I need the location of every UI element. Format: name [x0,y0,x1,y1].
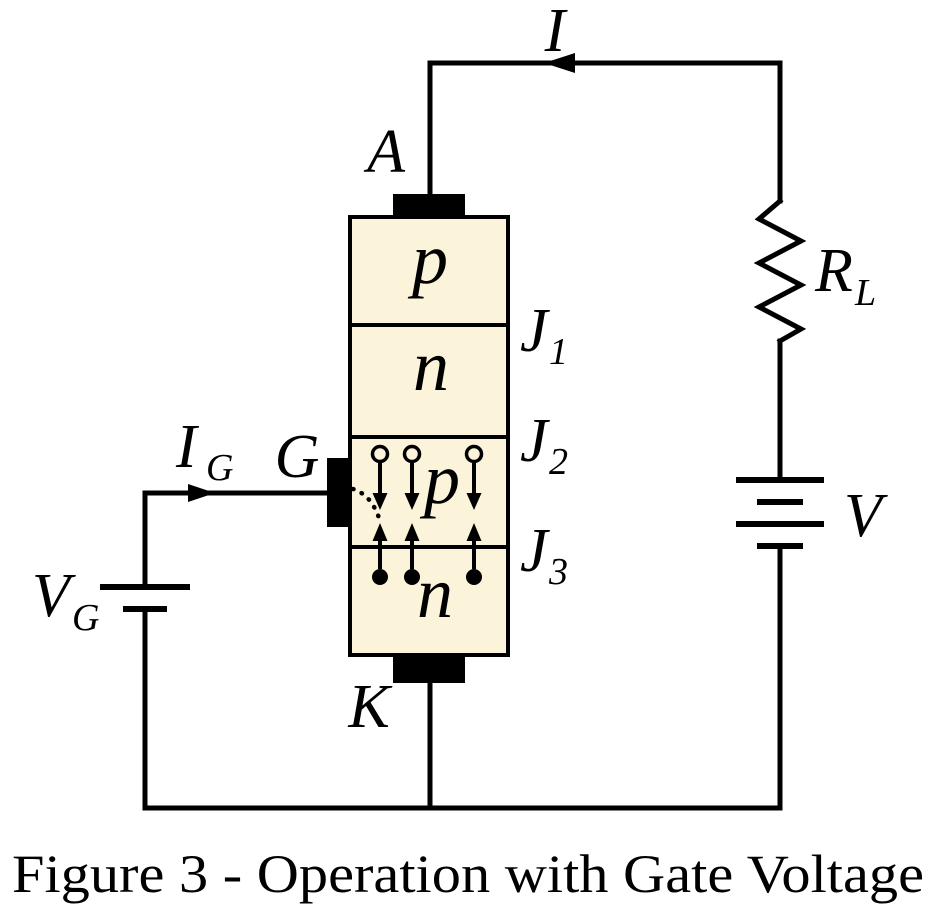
electron-carrier [372,523,388,585]
layer-p1-label: p [407,219,448,299]
junction-j2-label-sub: 2 [549,441,568,483]
gate-battery-symbol [100,584,190,612]
hole-icon [370,444,390,464]
layer-p2-label: p [419,439,460,519]
electron-icon [404,569,420,585]
gate-loop-top-wire [142,490,330,590]
up-arrowhead [404,523,420,541]
battery-to-bottom-left-wire [142,543,783,811]
electron-icon [372,569,388,585]
gate-contact [327,458,351,527]
hole-carrier [402,444,422,510]
electron-carrier [466,523,482,585]
layer-n2-label: n [417,553,453,633]
hole-carriers [370,444,484,510]
load-resistor-label: R [814,237,853,305]
cathode-label: K [347,673,393,741]
load-current-label: I [544,0,569,65]
wires [142,60,783,811]
down-arrowhead [372,493,388,510]
electron-carrier [404,523,420,585]
gate-voltage-label: V [32,562,76,630]
junction-j3-label-sub: 3 [548,551,568,593]
gate-current-arrowhead [188,484,215,502]
gate-current-label: I [175,413,200,481]
down-arrowhead [466,493,482,510]
hole-carrier [464,444,484,510]
cathode-contact [393,654,465,683]
hole-icon [402,444,422,464]
up-arrowhead [372,523,388,541]
gate-current-label-sub: G [206,447,233,489]
electron-icon [466,569,482,585]
electron-carriers [372,523,482,585]
down-arrowhead [404,493,420,510]
anode-contact [393,194,465,218]
load-current-arrowhead [544,53,575,73]
gate-voltage-label-sub: G [72,597,99,639]
up-arrowhead [466,523,482,541]
gate-label: G [275,423,320,491]
gate-current-path-arc [350,486,383,524]
layer-n1-label: n [413,326,449,406]
junction-j1-label-sub: 1 [549,331,568,373]
load-resistor-label-sub: L [854,272,876,314]
junction-j3-label: J [520,517,550,585]
anode-top-right-wire [427,60,783,204]
supply-voltage-label: V [844,482,888,550]
figure-caption: Figure 3 - Operation with Gate Voltage [12,844,924,904]
anode-label: A [363,118,406,186]
hole-carrier [370,444,390,510]
supply-battery-symbol [736,477,824,549]
junction-j2-label: J [520,407,550,475]
junction-j1-label: J [520,297,550,365]
load-resistor-symbol [753,197,807,345]
hole-icon [464,444,484,464]
